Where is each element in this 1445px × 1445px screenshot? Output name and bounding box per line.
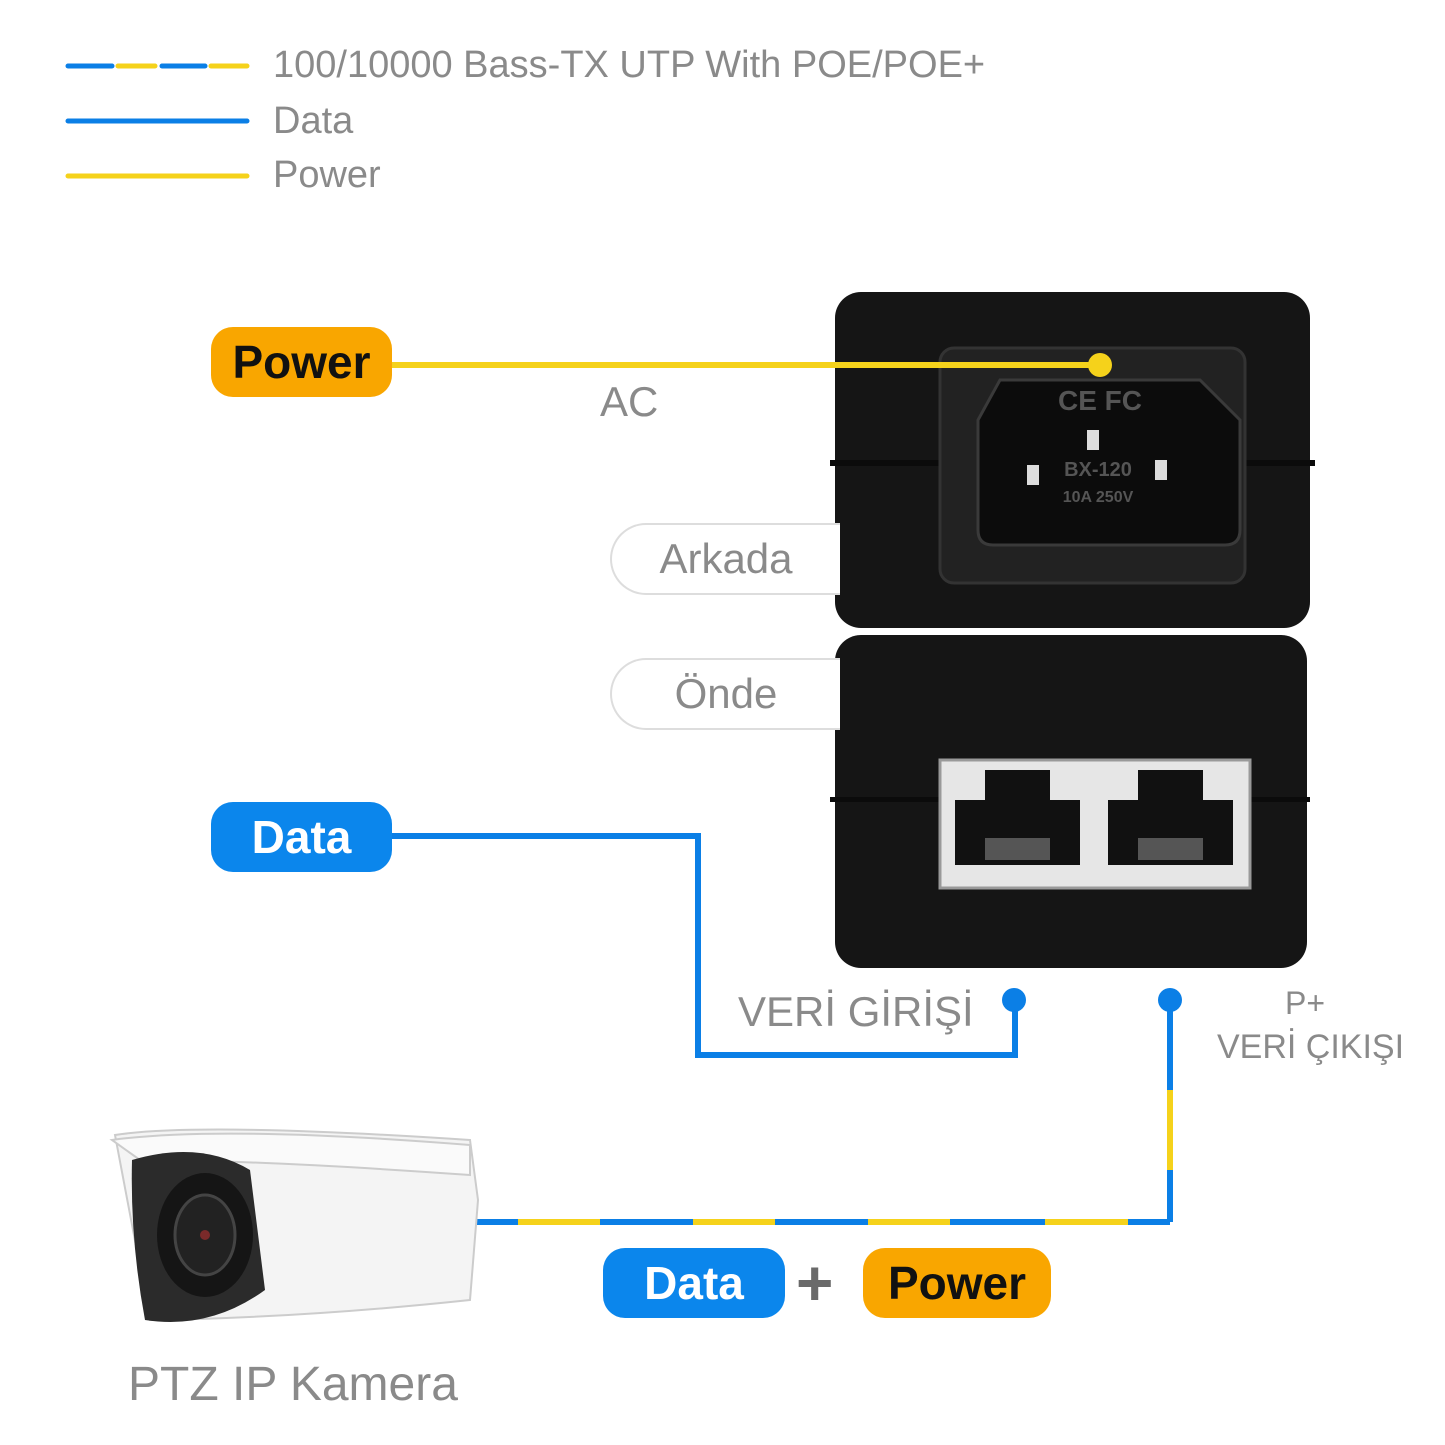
arkada-label: Arkada bbox=[610, 523, 840, 595]
iec-c14-socket bbox=[976, 378, 1242, 547]
bottom-data-pill: Data bbox=[603, 1248, 785, 1318]
veri-girisi-label: VERİ GİRİŞİ bbox=[738, 988, 974, 1035]
bottom-power-pill: Power bbox=[863, 1248, 1051, 1318]
onde-label: Önde bbox=[610, 658, 840, 730]
power-connection-dot bbox=[1088, 353, 1112, 377]
power-pill: Power bbox=[211, 327, 392, 397]
poe-output-cable-line bbox=[475, 1000, 1173, 1225]
poe-injector-front bbox=[830, 635, 1310, 968]
ptz-ip-camera-image bbox=[109, 1128, 480, 1322]
rj45-port-out bbox=[1108, 770, 1233, 865]
socket-rating: 10A 250V bbox=[1063, 489, 1134, 506]
data-pill: Data bbox=[211, 802, 392, 872]
p-plus-label: P+ bbox=[1285, 985, 1326, 1021]
veri-cikisi-label: VERİ ÇIKIŞI bbox=[1217, 1028, 1405, 1066]
rj45-port-in bbox=[955, 770, 1080, 865]
plus-sign: + bbox=[796, 1247, 834, 1319]
data-cable-line bbox=[390, 833, 1018, 1058]
legend-label-poe: 100/10000 Bass-TX UTP With POE/POE+ bbox=[273, 44, 986, 86]
data-in-dot bbox=[1002, 988, 1026, 1012]
data-out-dot bbox=[1158, 988, 1182, 1012]
socket-model: BX-120 bbox=[1064, 459, 1132, 481]
ac-label: AC bbox=[600, 378, 659, 425]
camera-label: PTZ IP Kamera bbox=[128, 1358, 458, 1411]
legend-label-data: Data bbox=[273, 100, 354, 142]
socket-marks: CE FC bbox=[1058, 385, 1142, 416]
legend-label-power: Power bbox=[273, 154, 381, 196]
poe-injector-back: CE FC BX-120 10A 250V bbox=[830, 292, 1315, 628]
